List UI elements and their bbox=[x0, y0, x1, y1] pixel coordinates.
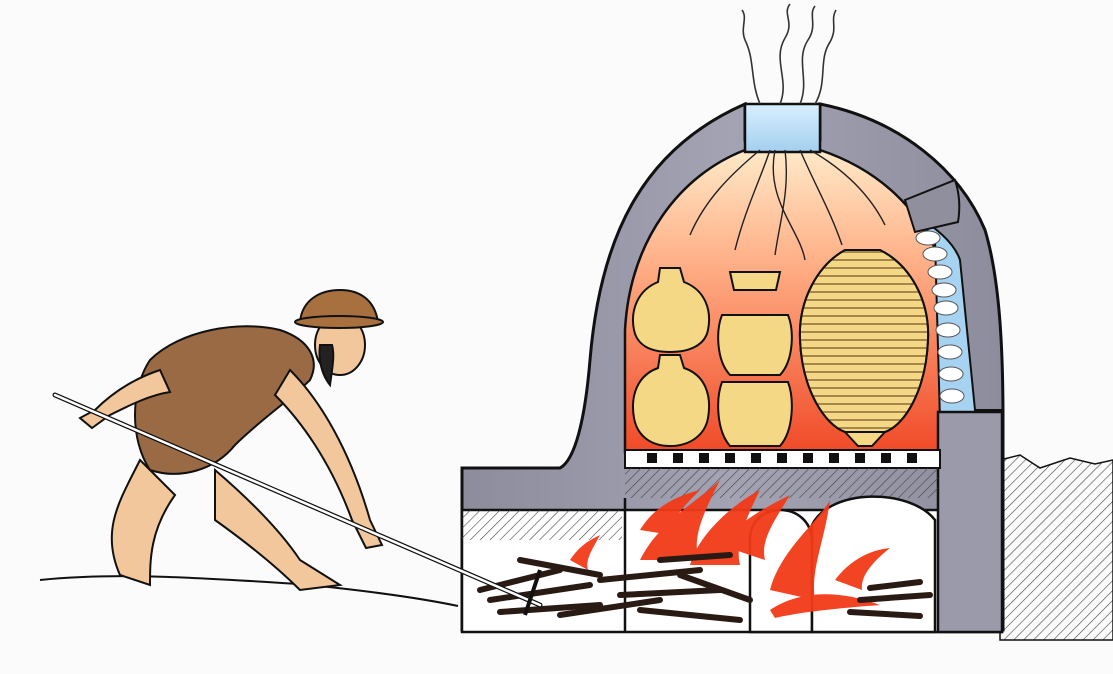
pottery-jar-icon bbox=[718, 382, 792, 446]
fire-box-roof-hatch bbox=[462, 510, 622, 540]
grate-hatch bbox=[625, 468, 938, 498]
helmet-brim bbox=[295, 316, 383, 328]
kiln-pillar bbox=[938, 412, 1002, 632]
chimney-smoke-icon bbox=[742, 4, 836, 104]
amphora-ribs bbox=[800, 250, 928, 432]
pottery-jar-icon bbox=[718, 315, 792, 375]
ground-line bbox=[40, 576, 458, 606]
potter-arm bbox=[275, 370, 382, 548]
potter-beard bbox=[319, 345, 333, 385]
pottery-jar-icon bbox=[730, 272, 780, 290]
chimney-flue bbox=[745, 104, 820, 152]
kiln bbox=[462, 104, 1003, 632]
potter-figure-icon bbox=[80, 290, 383, 590]
ground-right bbox=[1000, 455, 1113, 640]
potter-back-leg bbox=[112, 460, 175, 585]
potter-front-leg bbox=[215, 470, 340, 590]
